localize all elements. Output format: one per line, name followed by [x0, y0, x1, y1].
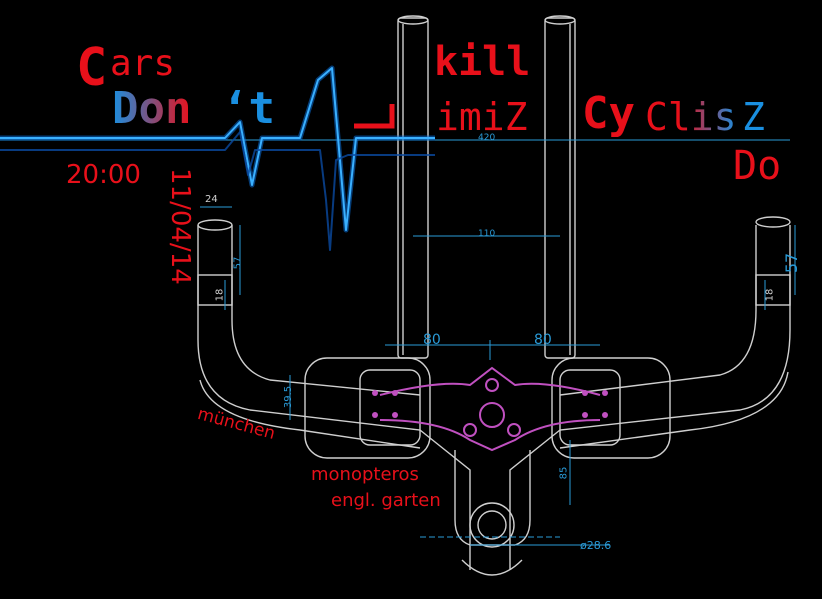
title-word-kill: kill: [434, 39, 531, 85]
title-word-apostrophe-t: ‘t: [222, 83, 275, 134]
location-place-line-2: engl. garten: [331, 490, 441, 511]
location-place-line-1: monopteros: [311, 464, 419, 485]
event-date: 11/04/14: [165, 168, 195, 285]
title-word-do: Do: [733, 143, 782, 189]
dim-left-80-label: 80: [423, 332, 441, 348]
title-word-clis: Clis: [645, 95, 737, 139]
title-letter-z: Z: [742, 95, 765, 139]
dim-inner-label: 110: [478, 229, 496, 239]
dim-right-80-label: 80: [534, 332, 552, 348]
title-word-dont: Don: [112, 83, 192, 134]
dim-width-label: 420: [478, 133, 496, 143]
title-word-cy: Cy: [582, 88, 635, 139]
title-word-imiz: imiZ: [436, 95, 528, 139]
event-time: 20:00: [66, 160, 141, 190]
bracket-mark-icon: [354, 104, 395, 129]
dim-diameter-label: ø28.6: [580, 539, 612, 552]
dim-24-label: 24: [205, 194, 218, 205]
title-letter-c: C: [76, 38, 108, 98]
title-word-ars: ars: [110, 43, 176, 84]
